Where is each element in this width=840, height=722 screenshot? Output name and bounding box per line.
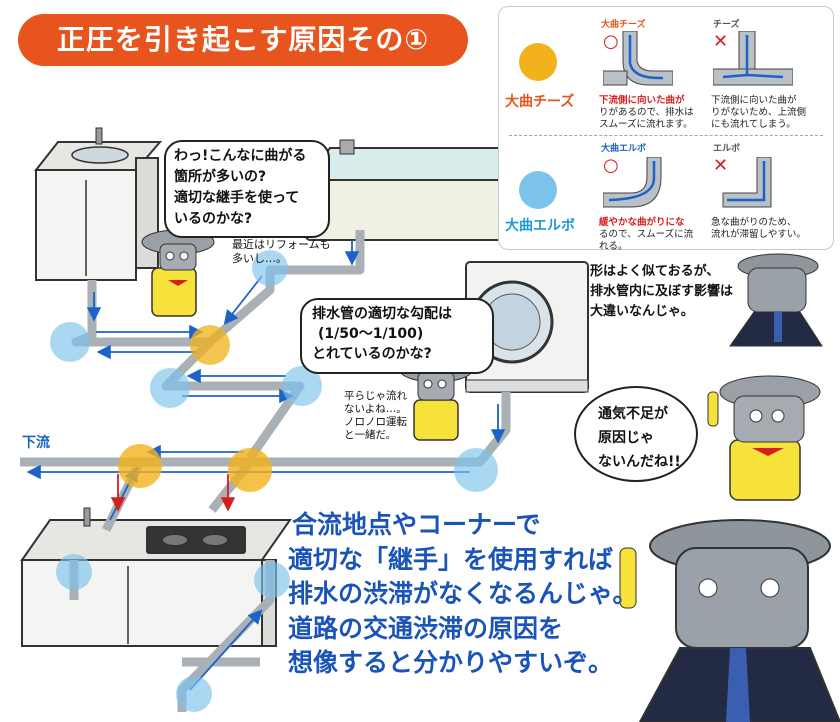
good-chees-tag: 大曲チーズ (601, 20, 646, 30)
downstream-label: 下流 (22, 435, 50, 451)
elder-character-small (729, 253, 823, 347)
elder-comment: 形はよく似ておるが、 排水管内に及ぼす影響は 大違いなんじゃ。 (590, 264, 734, 319)
curves-speech-bubble: わっ!こんなに曲がる 箇所が多いの? 適切な継手を使って いるのかな? (164, 140, 330, 238)
straight-tee-icon (713, 31, 793, 86)
slope-speech-bubble: 排水管の適切な勾配は (1/50〜1/100) とれているのかな? (300, 298, 494, 374)
panel-divider (509, 135, 823, 136)
long-sweep-elbow-icon (603, 157, 662, 208)
chees-label: 大曲チーズ (505, 94, 575, 110)
good-elbow-desc: 緩やかな曲がりにな るので、スムーズに流 れる。 (599, 217, 694, 252)
bad-elbow-mark-icon: ✕ (713, 155, 729, 176)
bad-elbow-desc: 急な曲がりのため、 流れが滞留しやすい。 (711, 217, 806, 240)
washbasin-cabinet (33, 127, 163, 281)
elbow-tag: エルボ (713, 144, 741, 154)
washing-machine (465, 261, 589, 393)
short-elbow-icon (722, 157, 772, 208)
bad-chees-desc: 下流側に向いた曲が りがないため、上流側 にも流れてしまう。 (711, 95, 807, 130)
yellow-point-icon (519, 43, 557, 81)
backflow-arrows (110, 474, 236, 512)
bathtub (304, 139, 514, 241)
ventilation-speech-bubble: 通気不足が 原因じゃ ないんだね!! (574, 386, 698, 482)
elbow-label: 大曲エルボ (505, 218, 575, 234)
sweep-tee-icon (603, 31, 673, 86)
mascot-pointing (707, 375, 821, 501)
fitting-comparison-panel: 大曲チーズ 大曲チーズ ○ 下流側に向いた曲が りがあるので、排水は スムーズに… (498, 6, 834, 252)
flat-slope-note: 平らじゃ流れ ないよね…。 ノロノロ運転 と一緒だ。 (344, 390, 407, 441)
bad-mark-icon: ✕ (713, 31, 729, 52)
good-mark-icon: ○ (603, 31, 619, 52)
reform-note: 最近はリフォームも 多いし…。 (232, 238, 331, 265)
conclusion-text: 合流地点やコーナーで 適切な「継手」を使用すれば 排水の渋滞がなくなるんじゃ。 … (288, 510, 638, 677)
mascot-worried (141, 229, 215, 317)
blue-point-icon (519, 171, 557, 209)
good-elbow-tag: 大曲エルボ (601, 144, 647, 154)
good-elbow-mark-icon: ○ (603, 155, 619, 176)
chees-tag: チーズ (713, 20, 740, 30)
good-chees-desc: 下流側に向いた曲が りがあるので、排水は スムーズに流れます。 (599, 95, 694, 130)
page-title: 正圧を引き起こす原因その① (18, 14, 468, 66)
elder-character-large (619, 519, 840, 722)
joint-points (50, 250, 498, 712)
